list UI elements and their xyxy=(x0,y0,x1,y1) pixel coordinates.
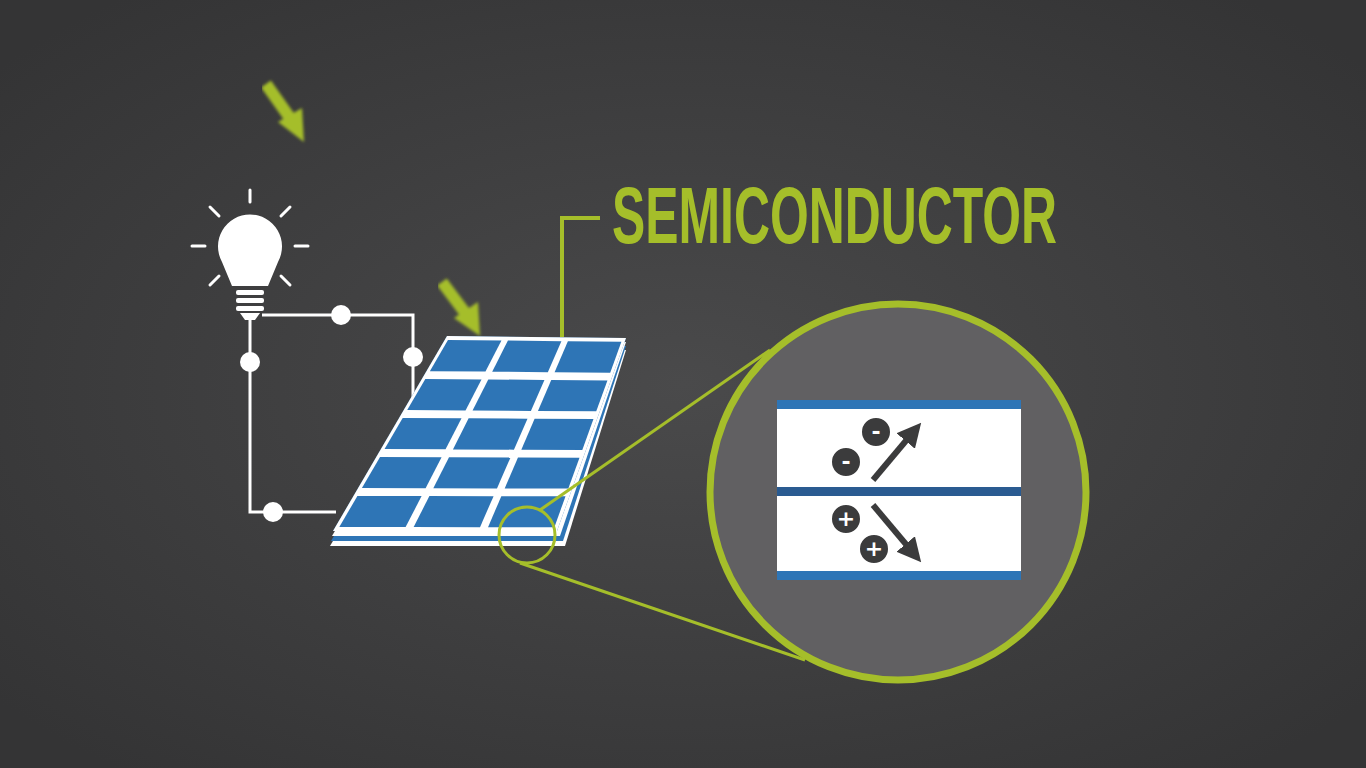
charge-circle: - xyxy=(830,446,862,478)
light-bulb xyxy=(240,313,260,320)
solar-panel xyxy=(339,496,421,527)
light-bulb xyxy=(192,190,308,320)
light-bulb xyxy=(218,215,282,286)
light-bulb xyxy=(192,245,205,248)
solar-panel xyxy=(362,457,442,488)
light-bulb xyxy=(249,190,252,202)
solar-panel xyxy=(333,336,626,531)
sunlight-arrow xyxy=(266,84,304,142)
magnifier xyxy=(710,304,1086,680)
solar-panel xyxy=(430,340,502,372)
solar-panel xyxy=(492,341,561,373)
solar-panel xyxy=(453,418,528,449)
solar-panel xyxy=(385,418,462,449)
solar-panel xyxy=(473,379,545,410)
light-bulb xyxy=(281,207,290,216)
part-label: SEMICONDUCTOR xyxy=(612,176,1057,256)
solar-panel xyxy=(538,380,607,411)
solar-panel xyxy=(433,457,510,488)
sunlight-arrow xyxy=(454,302,480,336)
charge-circle: + xyxy=(858,533,890,565)
sunlight-arrow xyxy=(442,282,480,336)
light-bulb xyxy=(210,207,219,216)
magnifier xyxy=(710,304,1086,680)
wire-dot xyxy=(240,352,260,372)
wire-dot xyxy=(403,347,423,367)
magnifier xyxy=(777,487,1021,496)
solar-panel xyxy=(407,379,481,411)
light-bulb xyxy=(236,306,264,311)
solar-panel xyxy=(332,340,626,536)
light-bulb xyxy=(236,290,264,295)
wire-dot xyxy=(263,502,283,522)
circuit-wire xyxy=(250,320,336,512)
solar-panel xyxy=(333,336,626,531)
solar-panel xyxy=(521,419,593,450)
light-bulb xyxy=(236,298,264,303)
magnifier xyxy=(777,571,1021,580)
solar-panel xyxy=(505,457,580,488)
magnifier xyxy=(777,400,1021,409)
light-bulb xyxy=(281,276,290,285)
light-bulb xyxy=(295,245,308,248)
charge-circle: + xyxy=(830,503,862,535)
wire-dot xyxy=(331,305,351,325)
sunlight-arrow xyxy=(278,108,304,142)
solar-panel xyxy=(555,341,622,372)
charge-sign: - xyxy=(871,421,880,443)
solar-panel xyxy=(330,336,626,546)
charge-sign: + xyxy=(837,508,855,530)
magnifier-leader xyxy=(499,507,555,563)
charge-sign: - xyxy=(841,451,850,473)
sunlight-arrow xyxy=(266,84,290,118)
sunlight-arrow xyxy=(442,282,466,314)
charge-sign: + xyxy=(865,538,883,560)
leader-line xyxy=(562,218,600,337)
charge-circle: - xyxy=(860,416,892,448)
circuit-wire xyxy=(262,315,413,402)
solar-panel xyxy=(333,336,626,531)
light-bulb xyxy=(210,276,219,285)
solar-panel xyxy=(414,496,494,527)
magnifier xyxy=(777,400,1021,580)
